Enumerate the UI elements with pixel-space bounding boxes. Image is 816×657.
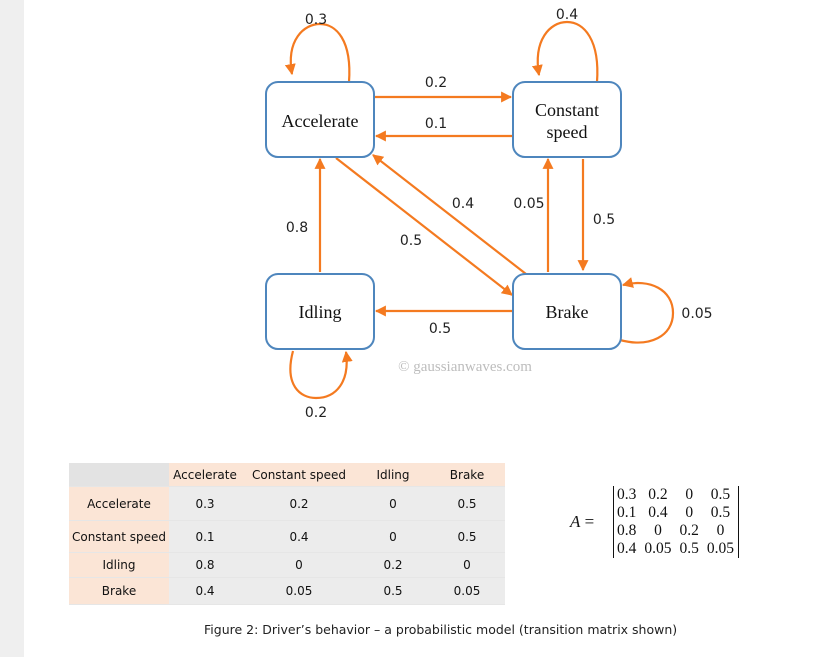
prob-constant-to-accelerate: 0.1 — [425, 116, 447, 132]
prob-accelerate-to-brake: 0.5 — [400, 233, 422, 249]
matrix-cell: 0.3 — [617, 486, 637, 503]
matrix-cell: 0.2 — [648, 486, 668, 503]
matrix-cell: 0.5 — [710, 486, 731, 503]
edge-idling-self — [289, 350, 353, 400]
table-cell: 0.4 — [241, 520, 357, 553]
table-row-header: Accelerate — [69, 486, 169, 521]
prob-accelerate-self: 0.3 — [305, 12, 327, 28]
matrix-cell: 0 — [654, 522, 662, 539]
table-cell: 0.05 — [241, 577, 357, 605]
matrix-symbol: A — [570, 512, 581, 531]
table-header-row: Accelerate Constant speed Idling Brake — [69, 463, 505, 487]
table-column-header: Accelerate — [169, 463, 241, 487]
state-accelerate: Accelerate — [265, 81, 375, 158]
matrix-row: 0.1 0.4 0 0.5 — [614, 504, 738, 522]
edge-accelerate-self — [284, 22, 351, 83]
table-cell: 0 — [241, 552, 357, 578]
table-cell: 0 — [357, 486, 429, 521]
matrix-cell: 0.4 — [617, 540, 637, 557]
matrix-cell: 0.05 — [706, 540, 734, 557]
prob-constant-self: 0.4 — [556, 7, 578, 23]
state-constant-speed: Constant speed — [512, 81, 622, 158]
matrix-grid: 0.3 0.2 0 0.5 0.1 0.4 0 0.5 0.8 0 0.2 0 … — [613, 486, 739, 558]
prob-brake-to-accelerate: 0.4 — [452, 196, 474, 212]
table-corner-cell — [69, 463, 169, 487]
table-cell: 0.4 — [169, 577, 241, 605]
matrix-cell: 0.4 — [648, 504, 668, 521]
table-column-header: Idling — [357, 463, 429, 487]
watermark: © gaussianwaves.com — [398, 359, 532, 375]
edge-constant-self — [531, 20, 599, 83]
state-constant-speed-label-line1: Constant — [535, 100, 599, 120]
edge-brake-self — [619, 277, 675, 344]
matrix-label: A = — [570, 512, 594, 532]
table-row-header: Brake — [69, 577, 169, 605]
matrix-cell: 0.5 — [679, 540, 699, 557]
prob-idling-self: 0.2 — [305, 405, 327, 421]
matrix-cell: 0.2 — [679, 522, 699, 539]
state-idling: Idling — [265, 273, 375, 350]
matrix-row: 0.4 0.05 0.5 0.05 — [614, 540, 738, 558]
table-cell: 0.1 — [169, 520, 241, 553]
table-cell: 0.3 — [169, 486, 241, 521]
table-cell: 0.2 — [357, 552, 429, 578]
table-cell: 0.5 — [429, 486, 505, 521]
table-cell: 0.8 — [169, 552, 241, 578]
matrix-row: 0.3 0.2 0 0.5 — [614, 486, 738, 504]
state-brake-label: Brake — [546, 302, 589, 322]
prob-brake-to-idling: 0.5 — [429, 321, 451, 337]
table-row: Accelerate 0.3 0.2 0 0.5 — [69, 486, 505, 521]
prob-constant-to-brake: 0.5 — [593, 212, 615, 228]
table-cell: 0.05 — [429, 577, 505, 605]
prob-brake-self: 0.05 — [681, 306, 712, 322]
matrix-cell: 0 — [685, 486, 694, 503]
page-gutter — [0, 0, 24, 657]
matrix-equals: = — [584, 512, 595, 531]
state-brake: Brake — [512, 273, 622, 350]
edge-brake-to-accelerate — [372, 154, 527, 275]
matrix-cell: 0.5 — [710, 504, 731, 521]
state-idling-label: Idling — [299, 302, 342, 322]
table-row: Constant speed 0.1 0.4 0 0.5 — [69, 520, 505, 553]
state-accelerate-label: Accelerate — [282, 111, 359, 131]
table-row: Idling 0.8 0 0.2 0 — [69, 552, 505, 578]
matrix-cell: 0 — [685, 504, 694, 521]
matrix-cell: 0.1 — [617, 504, 637, 521]
table-column-header: Brake — [429, 463, 505, 487]
table-cell: 0 — [357, 520, 429, 553]
prob-idling-to-accelerate: 0.8 — [286, 220, 308, 236]
table-cell: 0 — [429, 552, 505, 578]
edge-accelerate-to-brake — [335, 157, 513, 296]
table-row-header: Idling — [69, 552, 169, 578]
transition-table: Accelerate Constant speed Idling Brake A… — [69, 463, 505, 605]
table-cell: 0.5 — [357, 577, 429, 605]
state-constant-speed-label-line2: speed — [547, 122, 588, 142]
state-transition-diagram: Accelerate Constant speed Idling Brake 0… — [265, 7, 713, 421]
matrix-cell: 0.05 — [644, 540, 672, 557]
prob-brake-to-constant: 0.05 — [513, 196, 544, 212]
matrix-cell: 0.8 — [617, 522, 637, 539]
table-column-header: Constant speed — [241, 463, 357, 487]
table-cell: 0.5 — [429, 520, 505, 553]
table-row-header: Constant speed — [69, 520, 169, 553]
matrix-row: 0.8 0 0.2 0 — [614, 522, 738, 540]
table-row: Brake 0.4 0.05 0.5 0.05 — [69, 577, 505, 605]
figure-caption: Figure 2: Driver’s behavior – a probabil… — [204, 622, 678, 637]
matrix-cell: 0 — [716, 522, 725, 539]
table-cell: 0.2 — [241, 486, 357, 521]
prob-accelerate-to-constant: 0.2 — [425, 75, 447, 91]
